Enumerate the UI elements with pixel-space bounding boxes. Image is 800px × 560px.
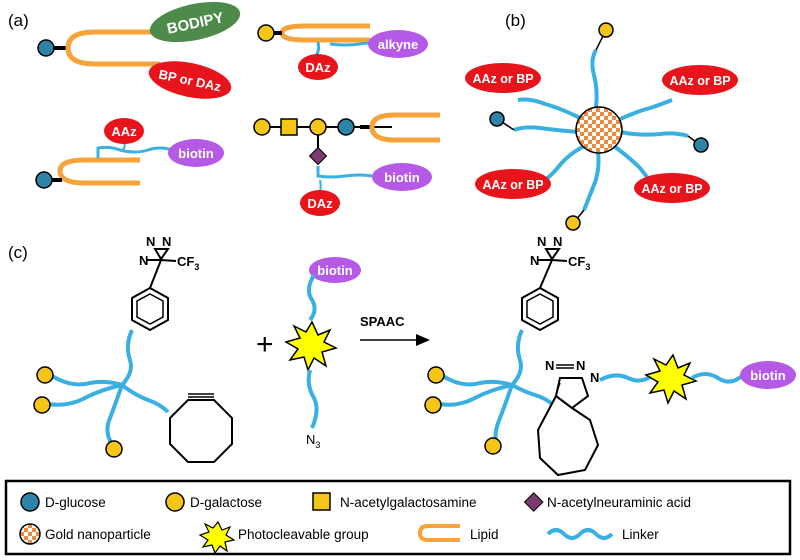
gold-nanoparticle-icon xyxy=(575,106,623,154)
n-atom-label: N xyxy=(553,234,562,249)
n-atom-label: N xyxy=(545,358,554,373)
galactose-icon xyxy=(36,366,54,384)
n-atom-label: N xyxy=(139,253,148,268)
daz-label: DAz xyxy=(305,60,331,75)
biotin-tag xyxy=(309,257,361,283)
galactose-icon xyxy=(427,366,445,384)
gold-nanoparticle-probe: AAz or BP AAz or BP AAz or BP AAz or BP xyxy=(465,22,738,231)
aaz-or-bp-tag xyxy=(465,63,541,93)
probe-alkyne: DAz alkyne xyxy=(257,23,428,80)
n-atom-label: N xyxy=(576,358,585,373)
azide-label: N3 xyxy=(306,432,320,450)
panel-c-label: (c) xyxy=(8,243,28,262)
aaz-or-bp-tag xyxy=(475,169,551,199)
glucose-icon xyxy=(37,39,55,57)
biotin-tag xyxy=(740,361,796,389)
galactose-icon xyxy=(165,492,185,512)
panel-a-label: (a) xyxy=(8,11,29,30)
galactose-icon xyxy=(484,437,502,455)
aaz-or-bp-label: AAz or BP xyxy=(472,72,533,86)
gold-nanoparticle-icon xyxy=(19,523,41,545)
cf3-label: CF3 xyxy=(568,254,590,272)
aaz-or-bp-tag xyxy=(634,173,710,203)
panel-b-label: (b) xyxy=(505,11,526,30)
legend-photocleavable: Photocleavable group xyxy=(238,527,369,542)
galactose-icon xyxy=(105,440,123,458)
n-atom-label: N xyxy=(590,370,599,385)
aaz-tag xyxy=(104,118,144,144)
galactose-icon xyxy=(565,215,581,231)
legend-galnac: N-acetylgalactosamine xyxy=(340,495,477,510)
n-atom-label: N xyxy=(162,234,171,249)
biotin-label: biotin xyxy=(178,146,213,161)
legend-gold: Gold nanoparticle xyxy=(45,527,151,542)
photocleavable-icon xyxy=(284,320,339,373)
reactant-cyclooctyne: N N N CF3 xyxy=(33,234,233,463)
probe-aaz-biotin: AAz biotin xyxy=(35,118,224,189)
aaz-label: AAz xyxy=(111,124,137,139)
cf3-label: CF3 xyxy=(177,254,199,272)
biotin-label: biotin xyxy=(750,368,785,383)
product-conjugate: N N N CF3 N N N biotin xyxy=(424,234,796,477)
galnac-icon xyxy=(312,492,331,511)
legend-lipid: Lipid xyxy=(470,527,499,542)
galactose-icon xyxy=(309,118,327,136)
galactose-icon xyxy=(33,396,51,414)
galactose-icon xyxy=(598,22,614,38)
daz-tag xyxy=(298,54,338,80)
neu5ac-icon xyxy=(308,146,328,166)
glucose-icon xyxy=(337,118,355,136)
biotin-tag xyxy=(168,139,224,167)
aaz-or-bp-label: AAz or BP xyxy=(641,182,702,196)
alkyne-tag xyxy=(368,30,428,58)
bodipy-tag xyxy=(149,1,241,43)
galactose-icon xyxy=(253,118,271,136)
photocleavable-icon xyxy=(644,353,699,406)
spaac-arrow: SPAAC xyxy=(360,314,430,346)
photocleavable-icon xyxy=(198,520,236,555)
biotin-label: biotin xyxy=(317,263,352,278)
legend: D-glucose D-galactose N-acetylgalactosam… xyxy=(4,479,792,556)
probe-glycan-biotin: DAz biotin xyxy=(253,112,440,216)
aaz-or-bp-label: AAz or BP xyxy=(669,74,730,88)
probe-bodipy: BODIPY BP or DAz xyxy=(37,1,241,99)
n-atom-label: N xyxy=(146,234,155,249)
aaz-or-bp-label: AAz or BP xyxy=(482,178,543,192)
biotin-label: biotin xyxy=(384,170,419,185)
n-atom-label: N xyxy=(530,253,539,268)
glucose-icon xyxy=(35,171,53,189)
lipid-icon xyxy=(417,524,460,542)
galnac-icon xyxy=(280,118,298,136)
glucose-icon xyxy=(693,137,709,153)
legend-box xyxy=(4,479,792,556)
neu5ac-icon xyxy=(523,492,544,512)
plus-sign: + xyxy=(256,328,274,361)
galactose-icon xyxy=(257,24,275,42)
alkyne-label: alkyne xyxy=(378,37,418,52)
bp-or-daz-tag xyxy=(148,61,232,99)
n-atom-label: N xyxy=(537,234,546,249)
legend-glucose: D-glucose xyxy=(45,495,106,510)
aaz-or-bp-tag xyxy=(662,65,738,95)
linker-icon xyxy=(546,528,614,540)
biotin-tag xyxy=(372,163,432,191)
galactose-icon xyxy=(424,396,442,414)
glucose-icon xyxy=(489,111,505,127)
daz-tag xyxy=(300,190,340,216)
legend-galactose: D-galactose xyxy=(190,495,262,510)
legend-neu5ac: N-acetylneuraminic acid xyxy=(547,495,691,510)
daz-label: DAz xyxy=(307,196,333,211)
spaac-label: SPAAC xyxy=(360,314,405,329)
legend-linker: Linker xyxy=(622,527,659,542)
reactant-azide: biotin N3 xyxy=(284,257,361,450)
glucose-icon xyxy=(20,492,40,512)
